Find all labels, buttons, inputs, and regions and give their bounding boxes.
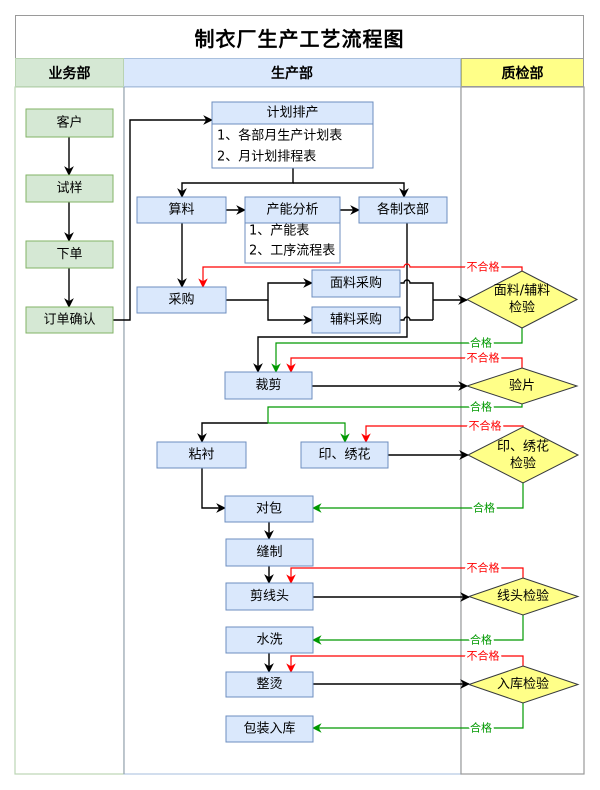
decision-label: 检验: [509, 300, 535, 316]
decision-cut-piece-inspection[interactable]: 验片: [465, 367, 579, 405]
node-washing[interactable]: 水洗: [225, 626, 314, 654]
node-accessory-purchase[interactable]: 辅料采购: [311, 306, 401, 334]
node-bundling[interactable]: 对包: [224, 495, 314, 523]
pass-label: 合格: [470, 400, 492, 414]
decision-label: 面料/辅料: [494, 284, 550, 299]
node-label: 整烫: [256, 677, 282, 692]
decision-warehouse-inspection[interactable]: 入库检验: [467, 665, 580, 704]
node-item: 2、工序流程表: [249, 244, 335, 259]
node-label: 印、绣花: [318, 447, 370, 463]
pass-connector-material: [271, 328, 523, 373]
node-label: 采购: [168, 292, 194, 308]
node-title: 产能分析: [266, 203, 318, 218]
node-workshops[interactable]: 各制衣部: [358, 196, 448, 224]
process-connectors: [64, 115, 470, 689]
node-label: 客户: [56, 115, 82, 131]
connector-interlining-bundling: [201, 468, 226, 513]
node-sample[interactable]: 试样: [25, 174, 114, 203]
connector-purchase-fabric: [226, 278, 313, 301]
pass-connector-cut-piece: [267, 404, 523, 443]
pass-label: 合格: [470, 336, 492, 350]
decision-label: 线头检验: [497, 588, 549, 604]
node-order[interactable]: 下单: [25, 240, 114, 269]
node-sewing[interactable]: 缝制: [225, 538, 314, 567]
pass-label: 合格: [473, 501, 495, 515]
node-fabric-purchase[interactable]: 面料采购: [311, 269, 401, 298]
lane-header-inspection: 质检部: [461, 58, 584, 87]
node-capacity-analysis[interactable]: 产能分析 1、产能表 2、工序流程表: [244, 196, 341, 264]
fail-label: 不合格: [467, 649, 500, 663]
node-item: 2、月计划排程表: [217, 150, 316, 165]
node-order-confirm[interactable]: 订单确认: [25, 306, 114, 334]
node-label: 辅料采购: [330, 312, 382, 328]
connector-workshops-cutting: [253, 223, 408, 373]
connector-purchase-accessory: [267, 300, 313, 325]
pass-label: 合格: [470, 633, 492, 647]
pass-connector-thread: [312, 615, 524, 645]
fail-connectors: [198, 263, 524, 673]
node-calc-material[interactable]: 算料: [136, 196, 227, 224]
fail-label: 不合格: [467, 561, 500, 575]
decision-print-inspection[interactable]: 印、绣花 检验: [466, 426, 580, 484]
fail-connector-cut-piece: [286, 357, 523, 373]
node-ironing[interactable]: 整烫: [225, 671, 314, 698]
decision-thread-inspection[interactable]: 线头检验: [467, 577, 580, 616]
node-cutting[interactable]: 裁剪: [224, 371, 313, 400]
lane-header-business: 业务部: [15, 58, 124, 87]
node-label: 对包: [256, 502, 282, 517]
lane-production: [123, 86, 462, 775]
connector-to-interlining: [197, 422, 268, 443]
node-title: 计划排产: [266, 106, 318, 121]
node-packing-storage[interactable]: 包装入库: [225, 715, 314, 743]
node-item: 1、各部月生产计划表: [217, 128, 342, 144]
node-production-plan[interactable]: 计划排产 1、各部月生产计划表 2、月计划排程表: [211, 101, 374, 169]
node-label: 包装入库: [243, 721, 295, 737]
connector-confirm-plan: [113, 115, 213, 321]
node-label: 面料采购: [330, 275, 382, 291]
connector-plan-calc: [177, 168, 294, 198]
fail-label: 不合格: [467, 260, 500, 274]
diagram-title: 制衣厂生产工艺流程图: [15, 15, 584, 58]
node-label: 订单确认: [43, 313, 95, 328]
pass-connectors: [267, 328, 524, 733]
fail-connector-material: [198, 263, 523, 288]
node-item: 1、产能表: [249, 224, 309, 239]
fail-label: 不合格: [467, 351, 500, 365]
node-label: 裁剪: [255, 377, 281, 393]
lane-header-production: 生产部: [124, 58, 461, 87]
node-label: 剪线头: [250, 588, 289, 604]
node-purchase[interactable]: 采购: [136, 286, 227, 314]
node-label: 算料: [168, 203, 194, 218]
node-print-embroidery[interactable]: 印、绣花: [300, 441, 389, 469]
node-label: 试样: [56, 181, 82, 196]
decision-label: 检验: [510, 456, 536, 472]
fail-connector-thread: [286, 567, 524, 584]
decision-label: 验片: [509, 378, 535, 394]
node-label: 缝制: [256, 545, 282, 560]
node-interlining[interactable]: 粘衬: [156, 441, 247, 469]
decision-material-inspection[interactable]: 面料/辅料 检验: [465, 270, 579, 329]
decision-label: 入库检验: [497, 676, 549, 692]
node-label: 粘衬: [188, 448, 214, 463]
fail-connector-warehouse: [286, 655, 524, 673]
node-label: 各制衣部: [377, 202, 429, 218]
node-customer[interactable]: 客户: [25, 108, 114, 138]
connector-labels: 不合格 合格 不合格 合格 不合格 合格 不合格 合格 不合格 合格: [465, 258, 504, 737]
decision-label: 印、绣花: [497, 439, 549, 455]
connector-plan-workshops: [293, 182, 409, 198]
pass-connector-print: [312, 483, 524, 513]
node-label: 水洗: [256, 633, 282, 648]
node-thread-trimming[interactable]: 剪线头: [225, 582, 314, 611]
pass-connector-warehouse: [312, 703, 524, 733]
pass-label: 合格: [470, 721, 492, 735]
fail-label: 不合格: [469, 419, 502, 433]
node-label: 下单: [56, 247, 82, 262]
